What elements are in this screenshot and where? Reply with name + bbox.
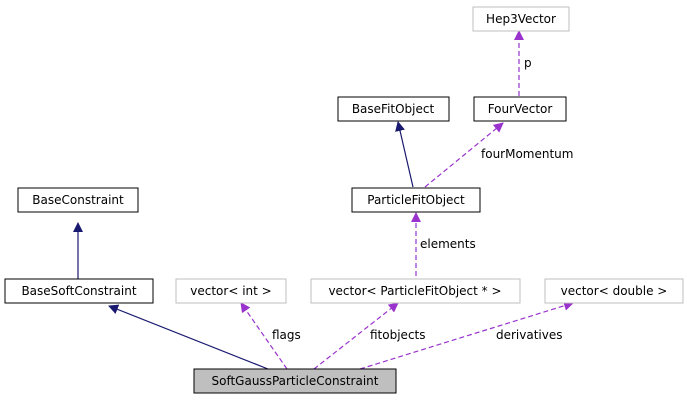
svg-text:BaseConstraint: BaseConstraint	[32, 193, 124, 207]
node-particlefitobject[interactable]: ParticleFitObject	[351, 187, 481, 213]
edge-label-flags: flags	[272, 328, 301, 342]
node-vector-int[interactable]: vector< int >	[175, 278, 287, 304]
edge-label-fitobjects: fitobjects	[370, 328, 426, 342]
edge-label-derivatives: derivatives	[496, 328, 563, 342]
edge-vector-pfo-fitobjects	[313, 302, 399, 370]
edge-label-fourmomentum: fourMomentum	[481, 147, 573, 161]
edge-vector-double-derivatives	[359, 300, 574, 370]
svg-text:vector< double >: vector< double >	[561, 284, 668, 298]
node-baseconstraint[interactable]: BaseConstraint	[17, 187, 139, 213]
node-hep3vector[interactable]: Hep3Vector	[472, 6, 570, 32]
node-basefitobject[interactable]: BaseFitObject	[337, 96, 450, 122]
svg-text:Hep3Vector: Hep3Vector	[486, 12, 556, 26]
node-vector-particlefitobject[interactable]: vector< ParticleFitObject * >	[310, 278, 521, 304]
svg-text:ParticleFitObject: ParticleFitObject	[367, 193, 465, 207]
svg-text:vector< int >: vector< int >	[190, 284, 271, 298]
node-softgaussparticleconstraint[interactable]: SoftGaussParticleConstraint	[193, 368, 397, 394]
node-basesoftconstraint[interactable]: BaseSoftConstraint	[4, 278, 154, 304]
svg-text:vector< ParticleFitObject * >: vector< ParticleFitObject * >	[328, 284, 501, 298]
edge-particlefitobject-to-basefitobject	[395, 121, 414, 188]
svg-text:FourVector: FourVector	[488, 102, 553, 116]
node-fourvector[interactable]: FourVector	[473, 96, 567, 122]
edge-softgauss-to-basesoftconstraint	[108, 304, 269, 370]
edge-label-elements: elements	[420, 237, 476, 251]
edge-fourvector-fourmomentum	[424, 122, 504, 188]
svg-text:SoftGaussParticleConstraint: SoftGaussParticleConstraint	[212, 374, 379, 388]
svg-text:BaseFitObject: BaseFitObject	[352, 102, 435, 116]
node-vector-double[interactable]: vector< double >	[544, 278, 684, 304]
edge-vector-int-flags	[240, 302, 288, 370]
edge-label-p: p	[524, 56, 532, 70]
svg-text:BaseSoftConstraint: BaseSoftConstraint	[21, 284, 136, 298]
